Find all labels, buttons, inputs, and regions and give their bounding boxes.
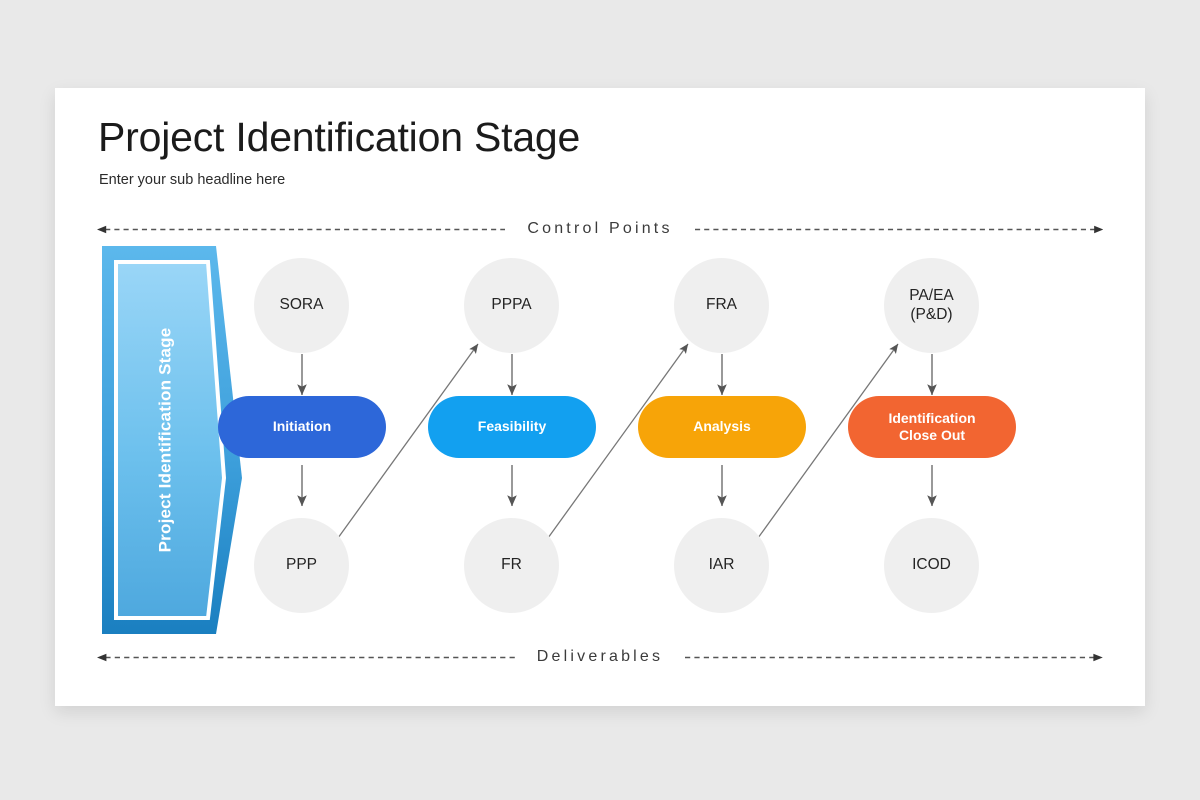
phase-pill-1[interactable]: Initiation [218, 396, 386, 458]
control-point-node-4[interactable]: PA/EA(P&D) [884, 258, 979, 353]
deliverable-node-2[interactable]: FR [464, 518, 559, 613]
phase-pill-2[interactable]: Feasibility [428, 396, 596, 458]
phase-pill-3[interactable]: Analysis [638, 396, 806, 458]
deliverables-band: Deliverables [97, 646, 1104, 668]
slide-card: Project Identification Stage Enter your … [55, 88, 1145, 706]
deliverables-line-right [685, 652, 1104, 663]
control-point-node-3[interactable]: FRA [674, 258, 769, 353]
deliverable-node-4[interactable]: ICOD [884, 518, 979, 613]
control-points-band: Control Points [97, 218, 1104, 240]
deliverables-line-left [97, 652, 515, 663]
control-point-node-1[interactable]: SORA [254, 258, 349, 353]
deliverable-node-1[interactable]: PPP [254, 518, 349, 613]
control-points-line-right [694, 224, 1104, 235]
control-points-label: Control Points [527, 220, 673, 237]
page-title: Project Identification Stage [98, 114, 581, 160]
control-points-line-left [97, 224, 506, 235]
deliverable-node-3[interactable]: IAR [674, 518, 769, 613]
stage-banner: Project Identification Stage [98, 240, 246, 640]
page-subtitle: Enter your sub headline here [99, 172, 286, 188]
control-point-node-2[interactable]: PPPA [464, 258, 559, 353]
deliverables-label: Deliverables [536, 648, 664, 665]
process-diagram: SORA Initiation PPP PPPA Feasibility FR … [55, 88, 1145, 706]
